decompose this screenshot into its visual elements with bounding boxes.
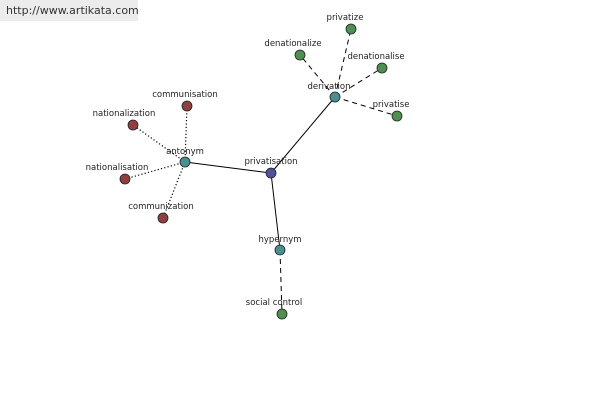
edge-antonym-nationalization xyxy=(132,124,186,163)
node-privatisation[interactable] xyxy=(265,167,277,179)
node-label-communisation[interactable]: communisation xyxy=(152,90,218,100)
url-banner[interactable]: http://www.artikata.com xyxy=(0,0,139,21)
node-label-denationalise[interactable]: denationalise xyxy=(347,52,404,62)
node-denationalize[interactable] xyxy=(294,49,306,61)
node-label-hypernym[interactable]: hypernym xyxy=(258,235,301,245)
node-denationalise[interactable] xyxy=(376,62,388,74)
edge-privatisation-hypernym xyxy=(270,172,281,251)
edge-antonym-communisation xyxy=(184,105,188,163)
edge-antonym-nationalisation xyxy=(124,161,186,180)
graph-labels: privatisation antonym derivation hypernym pr… xyxy=(86,13,410,308)
node-label-communization[interactable]: communization xyxy=(128,202,194,212)
node-communization[interactable] xyxy=(157,212,169,224)
graph-nodes xyxy=(119,23,403,320)
node-communisation[interactable] xyxy=(181,100,193,112)
edge-privatisation-derivation xyxy=(270,96,336,174)
node-label-social-control[interactable]: social control xyxy=(246,298,302,308)
edge-derivation-denationalise xyxy=(334,67,383,98)
node-label-nationalisation[interactable]: nationalisation xyxy=(86,163,149,173)
edge-privatisation-antonym xyxy=(184,161,272,174)
node-nationalisation[interactable] xyxy=(119,173,131,185)
node-label-denationalize[interactable]: denationalize xyxy=(264,39,321,49)
node-label-nationalization[interactable]: nationalization xyxy=(93,109,156,119)
node-label-antonym[interactable]: antonym xyxy=(166,147,204,157)
node-privatize[interactable] xyxy=(345,23,357,35)
node-label-privatize[interactable]: privatize xyxy=(327,13,364,23)
node-privatise[interactable] xyxy=(391,110,403,122)
edge-derivation-denationalize xyxy=(299,54,336,98)
graph-edges xyxy=(124,28,398,315)
edge-derivation-privatize xyxy=(334,28,352,98)
node-label-privatise[interactable]: privatise xyxy=(373,100,410,110)
node-label-privatisation[interactable]: privatisation xyxy=(244,157,297,167)
edge-derivation-privatise xyxy=(334,96,398,117)
node-hypernym[interactable] xyxy=(274,244,286,256)
node-antonym[interactable] xyxy=(179,156,191,168)
node-social-control[interactable] xyxy=(276,308,288,320)
edge-hypernym-social-control xyxy=(279,249,283,315)
node-label-derivation[interactable]: derivation xyxy=(307,82,350,92)
node-nationalization[interactable] xyxy=(127,119,139,131)
node-derivation[interactable] xyxy=(329,91,341,103)
